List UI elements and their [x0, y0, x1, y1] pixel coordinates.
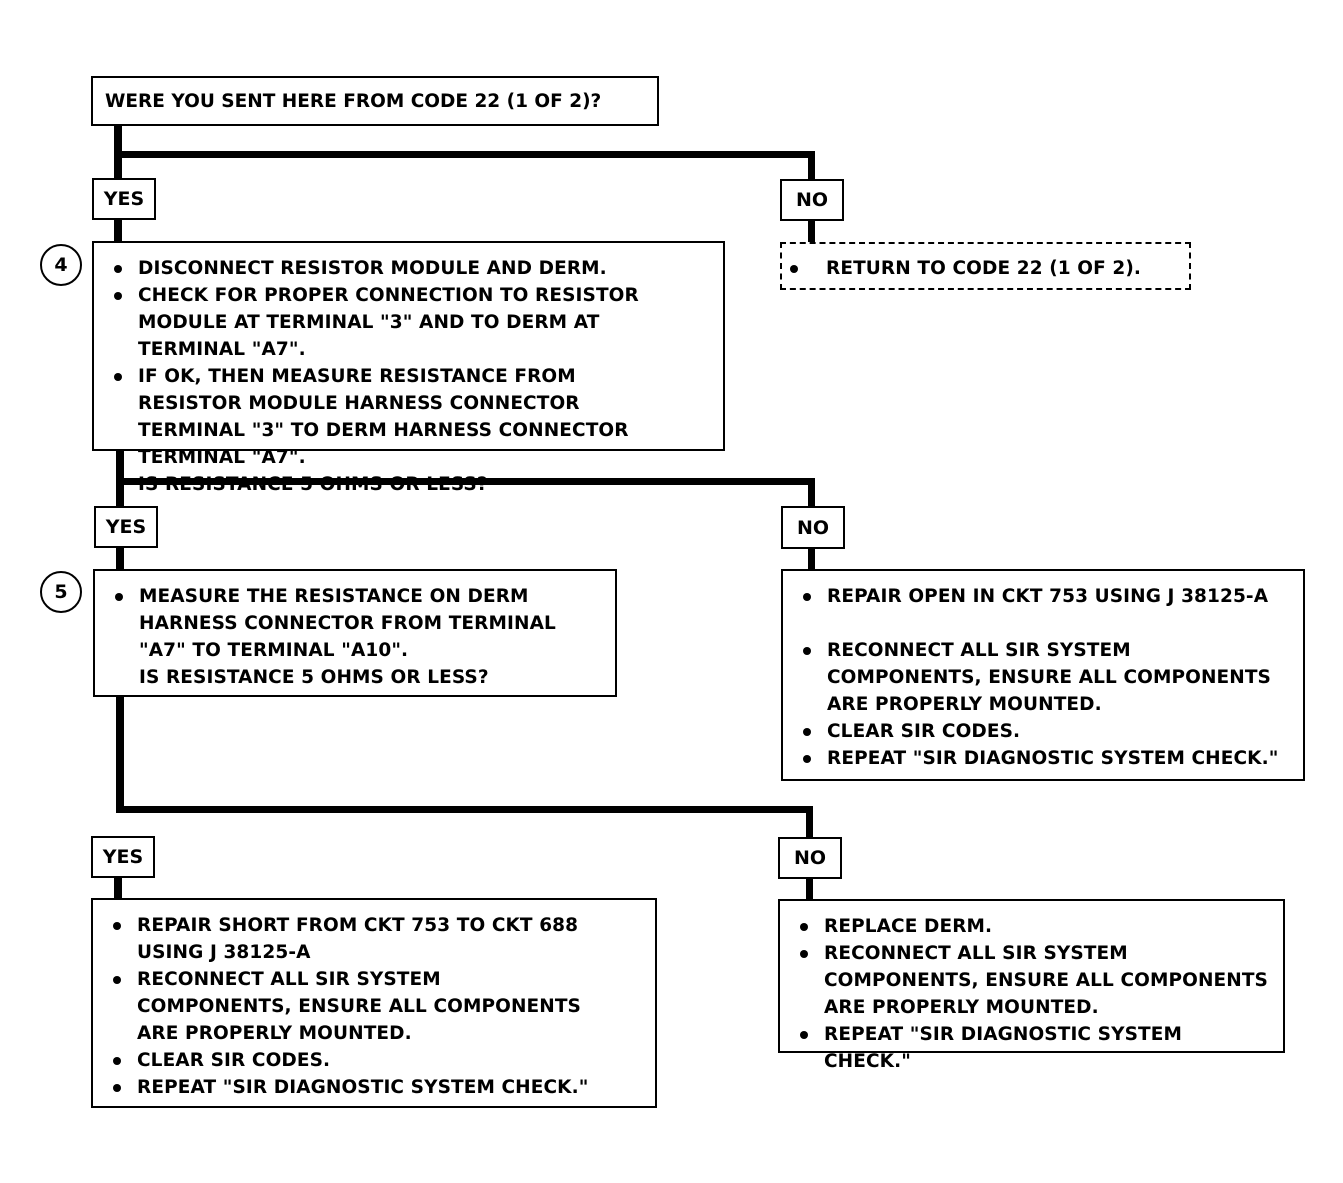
connector-yes1-to-step4: [114, 218, 122, 243]
connector-no2-to-action: [808, 547, 815, 571]
repair-short-item: REPAIR SHORT FROM CKT 753 TO CKT 688 USI…: [105, 912, 637, 966]
repair-open-item: CLEAR SIR CODES.: [795, 718, 1293, 745]
connector-branch1-horizontal: [114, 151, 815, 158]
step5-box: MEASURE THE RESISTANCE ON DERM HARNESS C…: [93, 569, 617, 697]
no-label-2: NO: [781, 506, 845, 549]
connector-branch1-no-down: [808, 151, 815, 180]
replace-derm-item: REPLACE DERM.: [792, 913, 1275, 940]
connector-yes3-to-action: [114, 876, 122, 900]
connector-no3-to-action: [806, 877, 813, 901]
step5-list: MEASURE THE RESISTANCE ON DERM HARNESS C…: [107, 583, 607, 691]
connector-branch2-horizontal: [116, 478, 815, 485]
question-box-code22: WERE YOU SENT HERE FROM CODE 22 (1 OF 2)…: [91, 76, 659, 126]
step4-item: DISCONNECT RESISTOR MODULE AND DERM.: [106, 255, 715, 282]
return-box: RETURN TO CODE 22 (1 OF 2).: [780, 242, 1191, 290]
step4-list: DISCONNECT RESISTOR MODULE AND DERM. CHE…: [106, 255, 715, 498]
repair-open-item: RECONNECT ALL SIR SYSTEM COMPONENTS, ENS…: [795, 637, 1277, 718]
repair-open-item: REPAIR OPEN IN CKT 753 USING J 38125-A: [795, 583, 1293, 610]
yes-label-1: YES: [92, 178, 156, 220]
repair-short-item: REPEAT "SIR DIAGNOSTIC SYSTEM CHECK.": [105, 1074, 647, 1101]
connector-branch2-no-down: [808, 478, 815, 507]
repair-open-item: REPEAT "SIR DIAGNOSTIC SYSTEM CHECK.": [795, 745, 1293, 772]
replace-derm-box: REPLACE DERM. RECONNECT ALL SIR SYSTEM C…: [778, 899, 1285, 1072]
connector-no1-to-return: [808, 219, 815, 243]
connector-step5-down: [116, 694, 124, 810]
return-item: RETURN TO CODE 22 (1 OF 2).: [782, 255, 1181, 282]
no-label-3: NO: [778, 837, 842, 879]
step4-box: DISCONNECT RESISTOR MODULE AND DERM. CHE…: [92, 241, 725, 495]
connector-branch3-no-down: [806, 806, 813, 838]
yes-label-2: YES: [94, 506, 158, 548]
repair-short-item: RECONNECT ALL SIR SYSTEM COMPONENTS, ENS…: [105, 966, 597, 1047]
step-number-5: 5: [40, 571, 82, 613]
repair-short-list: REPAIR SHORT FROM CKT 753 TO CKT 688 USI…: [105, 912, 647, 1101]
step4-item: IF OK, THEN MEASURE RESISTANCE FROM RESI…: [106, 363, 658, 498]
step-number-4: 4: [40, 244, 82, 286]
return-list: RETURN TO CODE 22 (1 OF 2).: [782, 255, 1181, 282]
replace-derm-list: REPLACE DERM. RECONNECT ALL SIR SYSTEM C…: [792, 913, 1275, 1075]
step5-item: MEASURE THE RESISTANCE ON DERM HARNESS C…: [107, 583, 609, 691]
question-text: WERE YOU SENT HERE FROM CODE 22 (1 OF 2)…: [105, 91, 602, 112]
repair-short-box: REPAIR SHORT FROM CKT 753 TO CKT 688 USI…: [91, 898, 657, 1108]
repair-short-item: CLEAR SIR CODES.: [105, 1047, 647, 1074]
step4-item: CHECK FOR PROPER CONNECTION TO RESISTOR …: [106, 282, 698, 363]
connector-yes2-to-step5: [116, 545, 124, 571]
repair-open-box: REPAIR OPEN IN CKT 753 USING J 38125-A R…: [781, 569, 1305, 781]
replace-derm-item: REPEAT "SIR DIAGNOSTIC SYSTEM CHECK.": [792, 1021, 1275, 1075]
no-label-1: NO: [780, 179, 844, 221]
connector-branch3-horizontal: [116, 806, 813, 813]
yes-label-3: YES: [91, 836, 155, 878]
repair-open-list: REPAIR OPEN IN CKT 753 USING J 38125-A R…: [795, 583, 1293, 772]
replace-derm-item: RECONNECT ALL SIR SYSTEM COMPONENTS, ENS…: [792, 940, 1274, 1021]
